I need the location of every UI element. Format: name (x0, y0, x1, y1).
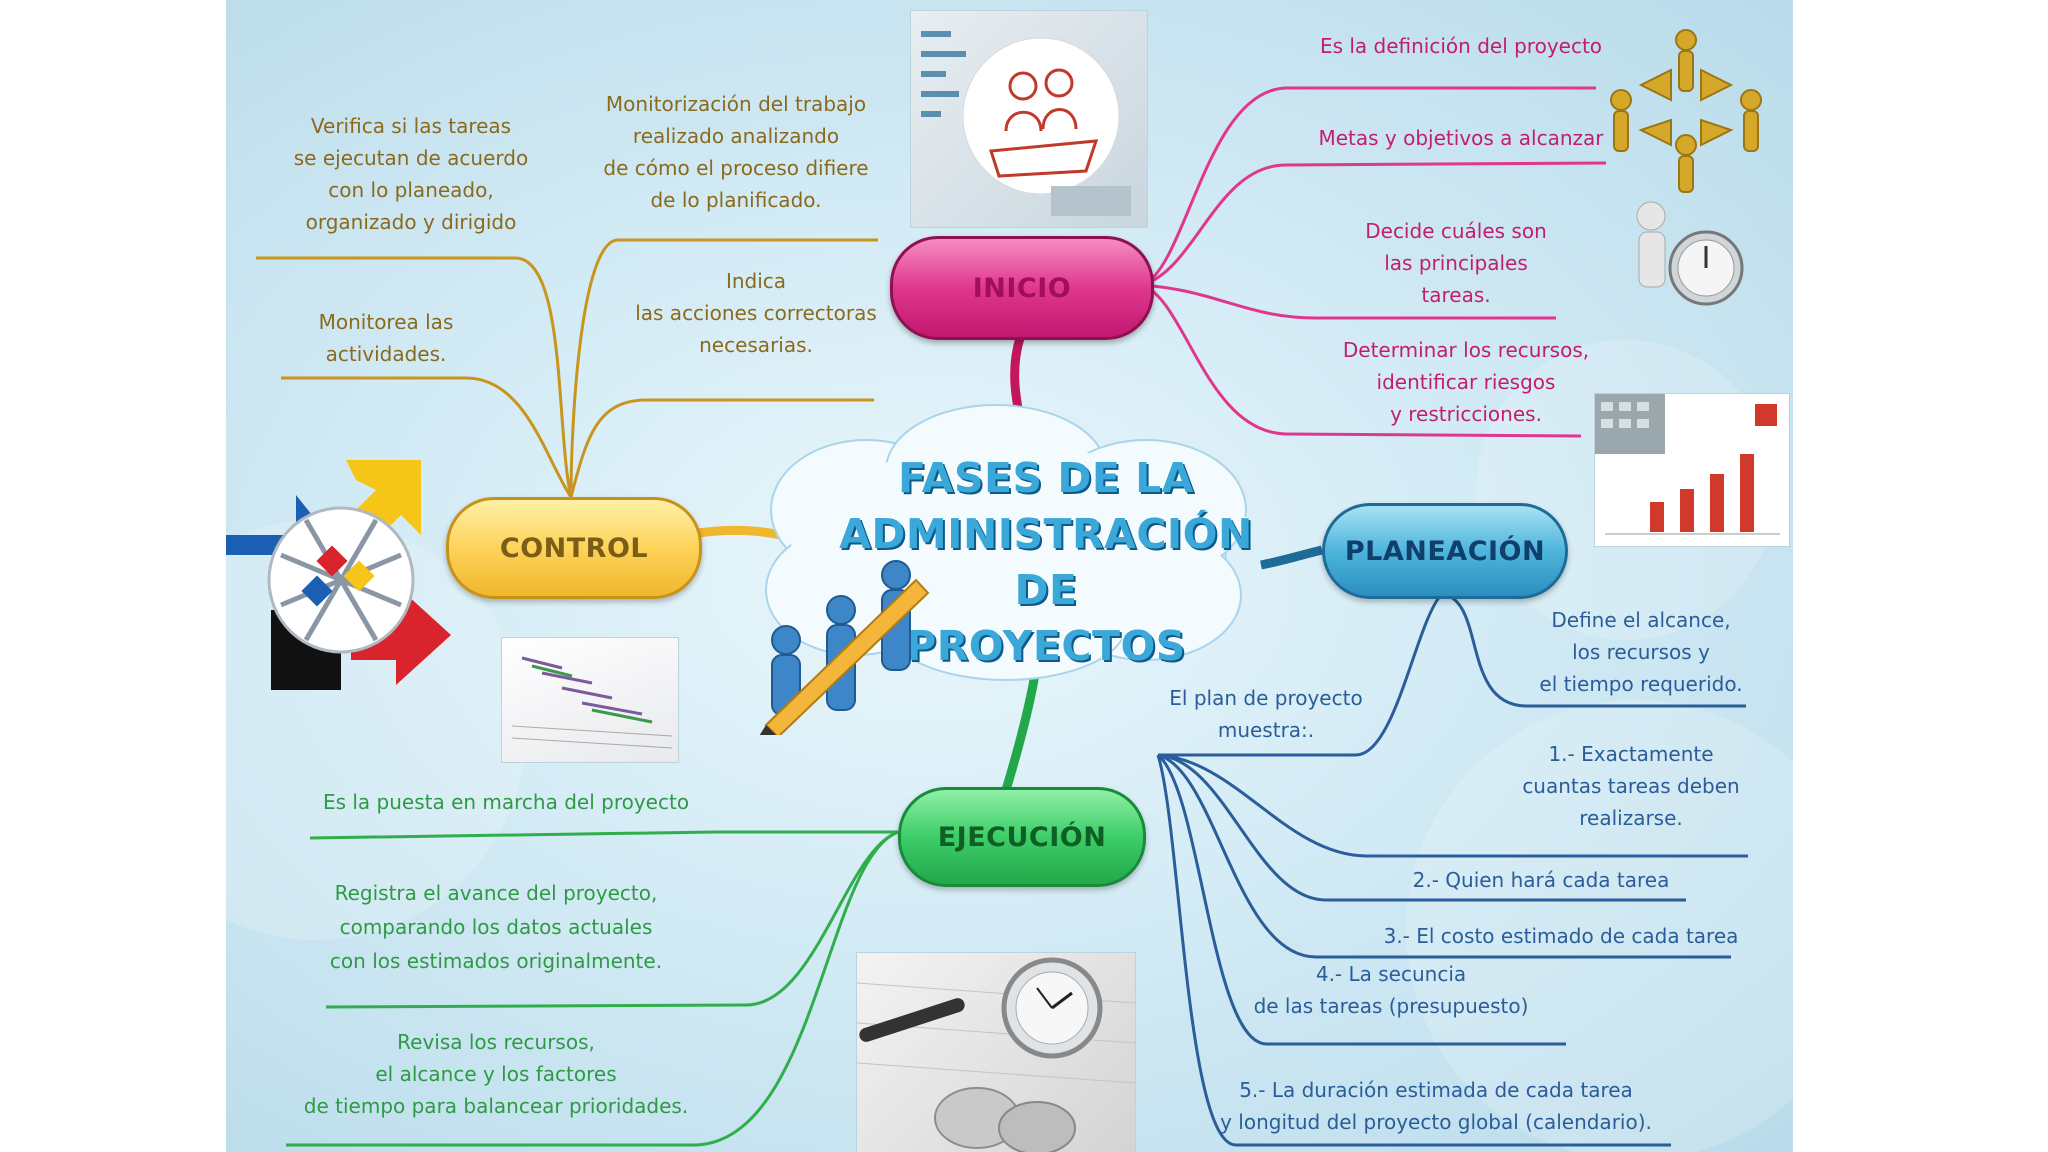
ejecucion-connectors (286, 830, 899, 1147)
title-line-1: FASES DE LA (897, 454, 1195, 502)
node-planeacion[interactable]: PLANEACIÓN (1322, 503, 1568, 599)
control-item: Indica las acciones correctoras necesari… (635, 269, 877, 357)
ejecucion-item: Revisa los recursos, el alcance y los fa… (303, 1030, 689, 1118)
globe-arrows-icon (226, 460, 451, 690)
photo-watch-coins (856, 952, 1136, 1152)
node-ejecucion-label: EJECUCIÓN (937, 821, 1107, 853)
person-clock-icon (1636, 201, 1744, 306)
inicio-item: Determinar los recursos, identificar rie… (1342, 338, 1590, 426)
planeacion-item: El plan de proyecto muestra:. (1169, 686, 1363, 742)
inicio-connectors (1141, 86, 1607, 438)
planeacion-connectors (1156, 592, 1748, 1147)
inicio-item: Metas y objetivos a alcanzar (1318, 126, 1604, 150)
team-pencil-icon (759, 560, 930, 735)
control-item: Monitorea las actividades. (318, 310, 454, 366)
title-line-3: PROYECTOS (906, 622, 1186, 670)
planeacion-item: Define el alcance, los recursos y el tie… (1539, 608, 1743, 696)
node-control-label: CONTROL (499, 532, 649, 564)
planeacion-item: 1.- Exactamente cuantas tareas deben rea… (1522, 742, 1740, 830)
photo-team-planning (910, 10, 1148, 228)
control-item: Monitorización del trabajo realizado ana… (603, 92, 869, 212)
node-control[interactable]: CONTROL (446, 497, 702, 599)
ejecucion-item: Es la puesta en marcha del proyecto (322, 790, 690, 814)
node-inicio-label: INICIO (972, 272, 1072, 304)
control-item: Verifica si las tareas se ejecutan de ac… (293, 114, 529, 234)
planeacion-item: 2.- Quien hará cada tarea (1412, 868, 1670, 892)
mind-map-canvas: FASES DE LA ADMINISTRACIÓN DE PROYECTOS … (226, 0, 1793, 1152)
inicio-item: Es la definición del proyecto (1319, 34, 1603, 58)
planeacion-stem (1260, 545, 1324, 570)
photo-gantt-paper (501, 637, 679, 763)
gold-team-icon (1610, 29, 1762, 193)
background-bubble (1406, 700, 1793, 1152)
planeacion-item: 4.- La secuncia de las tareas (presupues… (1253, 962, 1529, 1018)
inicio-item: Decide cuáles son las principales tareas… (1365, 219, 1547, 307)
ejecucion-item: Registra el avance del proyecto, compara… (329, 881, 663, 973)
central-title: FASES DE LA ADMINISTRACIÓN DE PROYECTOS (816, 450, 1276, 674)
photo-calculator-chart (1594, 393, 1790, 547)
node-ejecucion[interactable]: EJECUCIÓN (898, 787, 1146, 887)
control-connectors (256, 238, 878, 498)
node-planeacion-label: PLANEACIÓN (1344, 535, 1546, 567)
planeacion-item: 3.- El costo estimado de cada tarea (1383, 924, 1739, 948)
title-line-2: ADMINISTRACIÓN DE (839, 510, 1253, 614)
node-inicio[interactable]: INICIO (890, 236, 1154, 340)
planeacion-item: 5.- La duración estimada de cada tarea y… (1220, 1078, 1652, 1134)
